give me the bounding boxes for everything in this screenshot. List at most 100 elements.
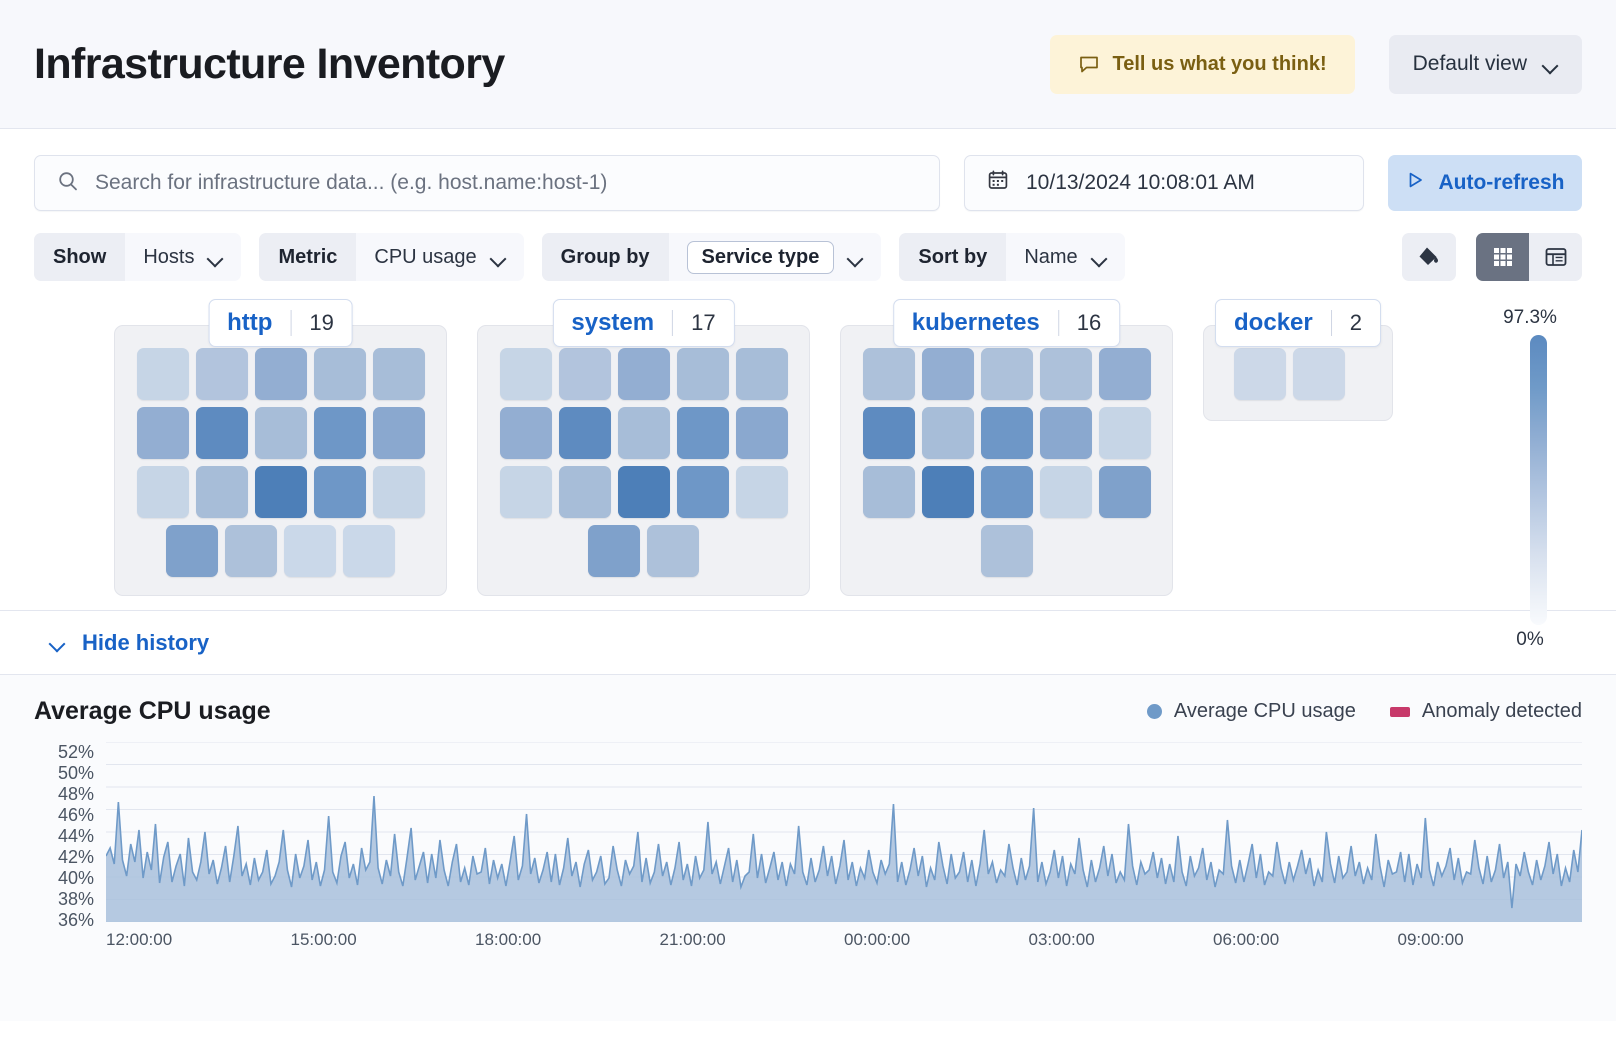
waffle-cell[interactable] (1098, 348, 1151, 400)
waffle-cell[interactable] (254, 407, 307, 459)
waffle-cell[interactable] (499, 407, 552, 459)
chart-series-area[interactable] (105, 741, 1583, 923)
waffle-cell[interactable] (980, 525, 1033, 577)
waffle-cell[interactable] (617, 348, 670, 400)
waffle-cell[interactable] (254, 466, 307, 518)
y-tick-label: 48% (57, 784, 94, 804)
waffle-cell[interactable] (136, 348, 189, 400)
hide-history-toggle[interactable]: Hide history (0, 611, 1616, 675)
filter-show-value[interactable]: Hosts (125, 233, 242, 281)
waffle-cell[interactable] (676, 348, 729, 400)
chart-header: Average CPU usage Average CPU usage Anom… (34, 697, 1582, 726)
legend-item-anomaly-detected[interactable]: Anomaly detected (1389, 700, 1582, 723)
waffle-cell[interactable] (735, 348, 788, 400)
waffle-cell[interactable] (1098, 466, 1151, 518)
waffle-cell[interactable] (1293, 348, 1345, 400)
header-actions: Tell us what you think! Default view (1049, 34, 1582, 94)
y-tick-label: 40% (57, 868, 94, 888)
waffle-cell[interactable] (499, 466, 552, 518)
x-tick-label: 18:00:00 (475, 930, 542, 949)
filter-sort-by[interactable]: Sort by Name (899, 233, 1125, 281)
waffle-cell[interactable] (980, 407, 1033, 459)
waffle-cell[interactable] (558, 466, 611, 518)
divider (290, 310, 292, 336)
chart-title: Average CPU usage (34, 697, 271, 725)
waffle-cell[interactable] (617, 466, 670, 518)
waffle-cell[interactable] (676, 466, 729, 518)
waffle-cell[interactable] (372, 407, 425, 459)
chevron-down-icon (50, 638, 65, 647)
waffle-cell[interactable] (735, 466, 788, 518)
waffle-cell[interactable] (225, 525, 277, 577)
waffle-cell[interactable] (862, 407, 915, 459)
waffle-cell[interactable] (499, 348, 552, 400)
waffle-cell[interactable] (558, 407, 611, 459)
filter-group-by-value[interactable]: Service type (668, 233, 882, 281)
legend-item-average-cpu-usage[interactable]: Average CPU usage (1146, 700, 1356, 723)
table-view-icon[interactable] (1529, 233, 1582, 281)
group-body (840, 325, 1173, 596)
waffle-cell[interactable] (195, 348, 248, 400)
x-tick-label: 00:00:00 (844, 930, 911, 949)
waffle-cell[interactable] (1234, 348, 1286, 400)
view-mode-toggle (1476, 233, 1582, 281)
waffle-cell[interactable] (862, 466, 915, 518)
waffle-cell[interactable] (1039, 348, 1092, 400)
waffle-cell[interactable] (136, 466, 189, 518)
waffle-cell[interactable] (284, 525, 336, 577)
waffle-cell[interactable] (921, 407, 974, 459)
legend-label-average-cpu-usage: Average CPU usage (1173, 700, 1356, 722)
date-picker[interactable]: 10/13/2024 10:08:01 AM (964, 155, 1364, 211)
x-tick-label: 09:00:00 (1397, 930, 1464, 949)
waffle-cell[interactable] (195, 407, 248, 459)
waffle-cell[interactable] (921, 348, 974, 400)
view-selector[interactable]: Default view (1388, 34, 1582, 94)
waffle-cell[interactable] (166, 525, 218, 577)
waffle-cell[interactable] (1039, 407, 1092, 459)
waffle-cell[interactable] (1098, 407, 1151, 459)
waffle-cell[interactable] (862, 348, 915, 400)
waffle-cell[interactable] (343, 525, 395, 577)
waffle-cell[interactable] (195, 466, 248, 518)
feedback-button[interactable]: Tell us what you think! (1049, 34, 1355, 94)
waffle-cell[interactable] (647, 525, 699, 577)
waffle-cell[interactable] (313, 407, 366, 459)
search-box[interactable] (34, 155, 940, 211)
waffle-cell[interactable] (735, 407, 788, 459)
waffle-cell[interactable] (372, 466, 425, 518)
waffle-cell[interactable] (313, 466, 366, 518)
filter-show[interactable]: Show Hosts (34, 233, 242, 281)
waffle-cell[interactable] (1039, 466, 1092, 518)
chevron-down-icon (491, 253, 506, 262)
waffle-cell[interactable] (558, 348, 611, 400)
paint-bucket-icon[interactable] (1402, 233, 1456, 281)
waffle-cell[interactable] (676, 407, 729, 459)
waffle-cell[interactable] (617, 407, 670, 459)
waffle-cell[interactable] (136, 407, 189, 459)
waffle-cell[interactable] (254, 348, 307, 400)
waffle-cell[interactable] (921, 466, 974, 518)
waffle-cell[interactable] (372, 348, 425, 400)
chevron-down-icon (848, 253, 863, 262)
filter-metric-value[interactable]: CPU usage (356, 233, 524, 281)
waffle-cells (859, 348, 1154, 577)
waffle-cell[interactable] (588, 525, 640, 577)
chevron-down-icon (1092, 253, 1107, 262)
filter-group-by[interactable]: Group by Service type (541, 233, 882, 281)
filter-metric[interactable]: Metric CPU usage (259, 233, 524, 281)
search-input[interactable] (95, 171, 917, 195)
waffle-cell[interactable] (313, 348, 366, 400)
waffle-cell[interactable] (980, 466, 1033, 518)
divider (1330, 310, 1332, 336)
grid-view-icon[interactable] (1476, 233, 1529, 281)
filter-sort-by-value[interactable]: Name (1006, 233, 1125, 281)
auto-refresh-button[interactable]: Auto-refresh (1388, 155, 1582, 211)
waffle-cell[interactable] (980, 348, 1033, 400)
filter-bar: Show Hosts Metric CPU usage Group by Ser… (34, 233, 1582, 281)
